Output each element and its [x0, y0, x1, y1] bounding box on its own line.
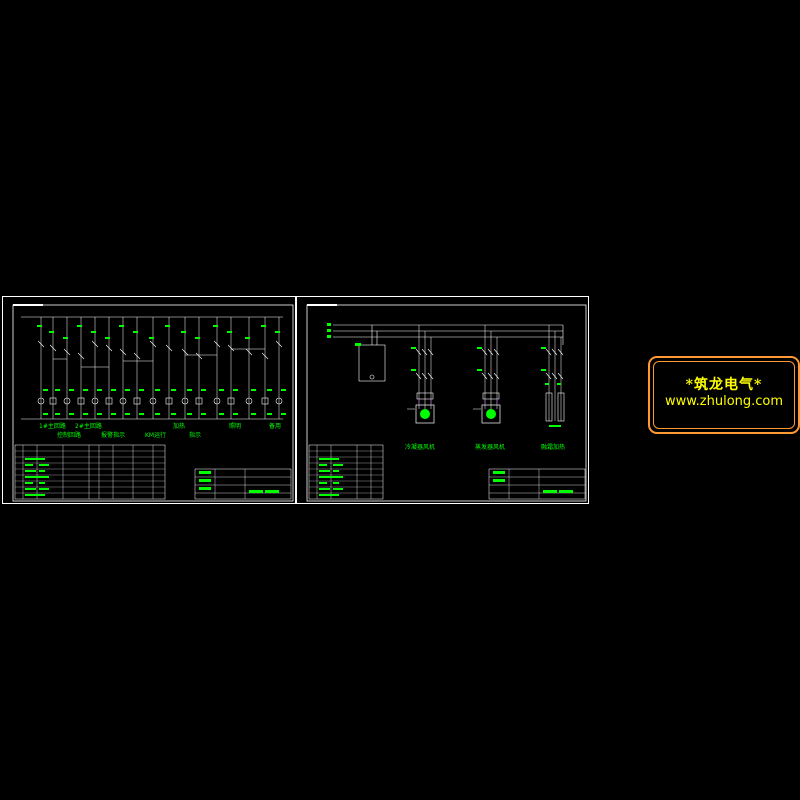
lamp-symbol [275, 397, 283, 405]
coil-symbol [49, 397, 57, 405]
watermark-logo: *筑龙电气* www.zhulong.com [648, 356, 800, 434]
ladder-rung [275, 317, 286, 419]
caption-lighting: 照明 [229, 423, 242, 430]
ladder-rung [63, 317, 74, 419]
ladder-rung [37, 317, 48, 419]
ladder-rung [77, 317, 88, 419]
lamp-symbol [119, 397, 127, 405]
lamp-symbol [63, 397, 71, 405]
motor-symbol [415, 404, 435, 424]
heater-element [557, 392, 565, 422]
logo-brand-text: *筑龙电气* [685, 377, 763, 393]
power-circuit-drawing [306, 304, 587, 502]
ladder-rung [165, 317, 176, 419]
ladder-rung [149, 317, 160, 419]
component-table [15, 445, 165, 499]
overload-relay [416, 392, 434, 400]
caption-main-1: 1#主回路 [39, 423, 66, 430]
lamp-symbol [91, 397, 99, 405]
ladder-rung [181, 317, 192, 419]
ladder-rung [213, 317, 224, 419]
ladder-rungs [37, 317, 286, 419]
caption-evaporator-fan: 蒸发器风机 [475, 444, 506, 451]
ladder-rung [195, 317, 206, 419]
caption-control: 控制回路 [57, 432, 82, 439]
motor-feeders [407, 325, 565, 427]
logo-url-text: www.zhulong.com [664, 394, 784, 409]
lamp-symbol [149, 397, 157, 405]
logo-inner-border [653, 361, 795, 429]
coil-symbol [165, 397, 173, 405]
lamp-symbol [181, 397, 189, 405]
heater-element [545, 392, 553, 422]
control-circuit-drawing [12, 304, 294, 502]
coil-symbol [195, 397, 203, 405]
coil-symbol [227, 397, 235, 405]
caption-indicator: 指示 [189, 432, 202, 439]
coil-symbol [77, 397, 85, 405]
lamp-symbol [245, 397, 253, 405]
caption-spare: 备用 [269, 423, 282, 430]
caption-main-2: 2#主回路 [75, 423, 102, 430]
caption-km-run: KM运行 [145, 432, 167, 439]
ladder-rung [133, 317, 144, 419]
motor-feeder [407, 325, 435, 424]
ladder-rung [119, 317, 130, 419]
caption-condenser-fan: 冷凝器风机 [405, 444, 436, 451]
lamp-symbol [213, 397, 221, 405]
coil-symbol [105, 397, 113, 405]
overload-relay [482, 392, 500, 400]
control-circuit-sheet: 1#主回路 2#主回路 加热 照明 备用 控制回路 报警指示 KM运行 指示 [2, 296, 296, 504]
lamp-symbol [37, 397, 45, 405]
motor-feeder [473, 325, 501, 424]
motor-symbol [481, 404, 501, 424]
ladder-rung [105, 317, 116, 419]
ladder-rung [49, 317, 60, 419]
coil-symbol [261, 397, 269, 405]
caption-defrost-heater: 融霜加热 [541, 444, 566, 451]
power-circuit-sheet: 冷凝器风机 蒸发器风机 融霜加热 [296, 296, 589, 504]
coil-symbol [133, 397, 141, 405]
ladder-rung [261, 317, 272, 419]
ladder-rung [227, 317, 238, 419]
heater-feeder [541, 325, 565, 427]
caption-alarm: 报警指示 [101, 432, 126, 439]
ladder-rung [91, 317, 102, 419]
component-table [309, 445, 383, 499]
caption-heating: 加热 [173, 423, 186, 430]
ladder-rung [245, 317, 256, 419]
